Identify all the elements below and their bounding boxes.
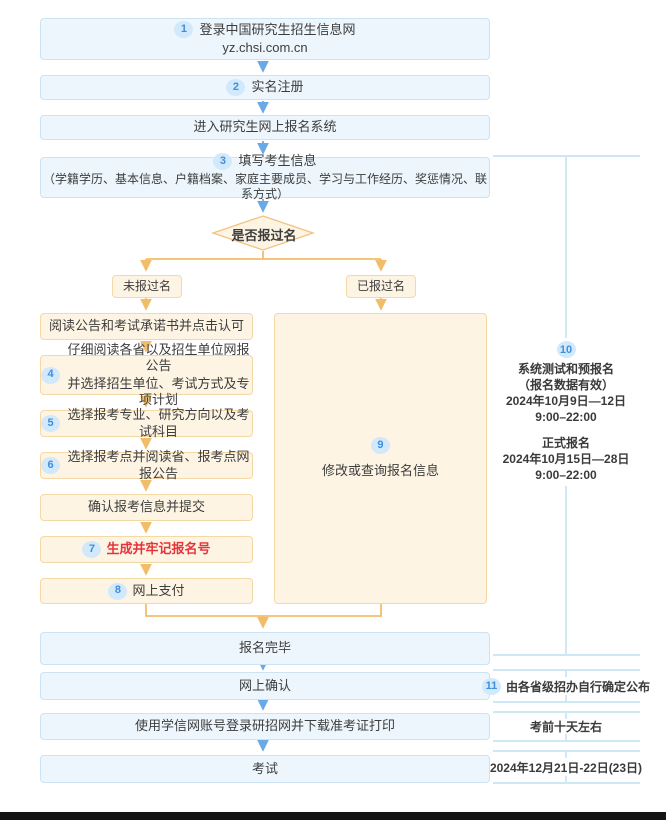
step-read-notice-label: 阅读公告和考试承诺书并点击认可 — [48, 318, 244, 334]
step-confirm-submit-box: 确认报考信息并提交 — [40, 494, 253, 521]
bottom-edge-bar — [0, 812, 666, 820]
step-login-box: 1 登录中国研究生招生信息网 yz.chsi.com.cn — [40, 18, 490, 60]
schedule-time-official: 9:00–22:00 — [535, 468, 597, 482]
step-login-title: 登录中国研究生招生信息网 — [199, 21, 356, 37]
step-choose-major-box: 5 选择报考专业、研究方向以及考试科目 — [40, 407, 253, 439]
step-fill-info-box: 3 填写考生信息 （学籍学历、基本信息、户籍档案、家庭主要成员、学习与工作经历、… — [40, 153, 490, 201]
schedule-note: 10 系统测试和预报名 （报名数据有效） 2024年10月9日—12日 9:00… — [486, 341, 646, 483]
step-fill-info-detail: （学籍学历、基本信息、户籍档案、家庭主要成员、学习与工作经历、奖惩情况、联系方式… — [42, 172, 487, 201]
step-read-select-line2: 并选择招生单位、考试方式及专项计划 — [67, 375, 250, 407]
step-exam-label: 考试 — [251, 760, 278, 776]
branch-registered-label: 已报过名 — [356, 279, 405, 293]
online-confirm-note-label: 由各省级招办自行确定公布 — [505, 679, 650, 694]
step-register-label: 实名注册 — [251, 79, 304, 95]
step-number-badge: 3 — [213, 153, 233, 170]
step-read-notice-box: 阅读公告和考试承诺书并点击认可 — [40, 313, 253, 340]
step-number-badge: 7 — [82, 541, 102, 558]
decision-label: 是否报过名 — [231, 228, 297, 243]
step-number-badge: 5 — [41, 415, 60, 432]
step-done-label: 报名完毕 — [238, 640, 291, 656]
schedule-date-official: 2024年10月15日—28日 — [502, 452, 630, 466]
print-time-note: 考前十天左右 — [481, 712, 651, 741]
step-download-print-label: 使用学信网账号登录研招网并下载准考证打印 — [134, 718, 395, 734]
step-choose-site-box: 6 选择报考点并阅读省、报考点网报公告 — [40, 449, 253, 481]
step-number-badge: 4 — [41, 366, 60, 384]
step-confirm-submit-label: 确认报考信息并提交 — [87, 499, 205, 515]
step-pay-label: 网上支付 — [132, 582, 185, 598]
step-fill-info-title: 填写考生信息 — [238, 153, 317, 169]
step-generate-id-label: 生成并牢记报名号 — [106, 541, 211, 557]
step-enter-system-label: 进入研究生网上报名系统 — [193, 119, 337, 135]
step-generate-id-box: 7 生成并牢记报名号 — [40, 536, 253, 563]
step-exam-box: 考试 — [40, 755, 490, 783]
exam-date-note: 2024年12月21日-22日(23日) — [481, 751, 651, 783]
branch-registered-box: 已报过名 — [346, 275, 416, 298]
exam-date-note-label: 2024年12月21日-22日(23日) — [489, 760, 643, 775]
step-number-badge: 1 — [174, 21, 194, 39]
step-number-badge: 9 — [370, 437, 390, 455]
step-number-badge: 6 — [41, 457, 60, 474]
step-number-badge: 11 — [481, 677, 501, 695]
branch-not-registered-box: 未报过名 — [112, 275, 182, 298]
step-read-select-box: 4 仔细阅读各省以及招生单位网报公告 并选择招生单位、考试方式及专项计划 — [40, 342, 253, 407]
step-modify-query-label: 修改或查询报名信息 — [321, 463, 439, 479]
step-number-badge: 2 — [226, 79, 246, 96]
step-choose-major-label: 选择报考专业、研究方向以及考试科目 — [67, 407, 250, 439]
step-pay-box: 8 网上支付 — [40, 578, 253, 604]
step-number-badge: 10 — [556, 341, 576, 358]
schedule-sub-pre: （报名数据有效） — [517, 378, 614, 392]
step-modify-query-box: 9 修改或查询报名信息 — [274, 313, 487, 604]
branch-not-registered-label: 未报过名 — [122, 279, 171, 293]
schedule-time-pre: 9:00–22:00 — [535, 410, 597, 424]
step-online-confirm-label: 网上确认 — [238, 677, 291, 693]
schedule-date-pre: 2024年10月9日—12日 — [505, 394, 627, 408]
step-login-url: yz.chsi.com.cn — [222, 40, 308, 56]
step-number-badge: 8 — [108, 582, 128, 600]
step-download-print-box: 使用学信网账号登录研招网并下载准考证打印 — [40, 713, 490, 740]
step-done-box: 报名完毕 — [40, 632, 490, 665]
print-time-note-label: 考前十天左右 — [529, 720, 602, 734]
step-online-confirm-box: 网上确认 — [40, 672, 490, 700]
step-enter-system-box: 进入研究生网上报名系统 — [40, 115, 490, 140]
schedule-title-pre: 系统测试和预报名 — [517, 362, 614, 376]
online-confirm-note: 11 由各省级招办自行确定公布 — [481, 670, 651, 702]
step-read-select-line1: 仔细阅读各省以及招生单位网报公告 — [67, 342, 250, 374]
step-choose-site-label: 选择报考点并阅读省、报考点网报公告 — [67, 449, 250, 481]
step-register-box: 2 实名注册 — [40, 75, 490, 100]
schedule-title-official: 正式报名 — [541, 436, 590, 450]
